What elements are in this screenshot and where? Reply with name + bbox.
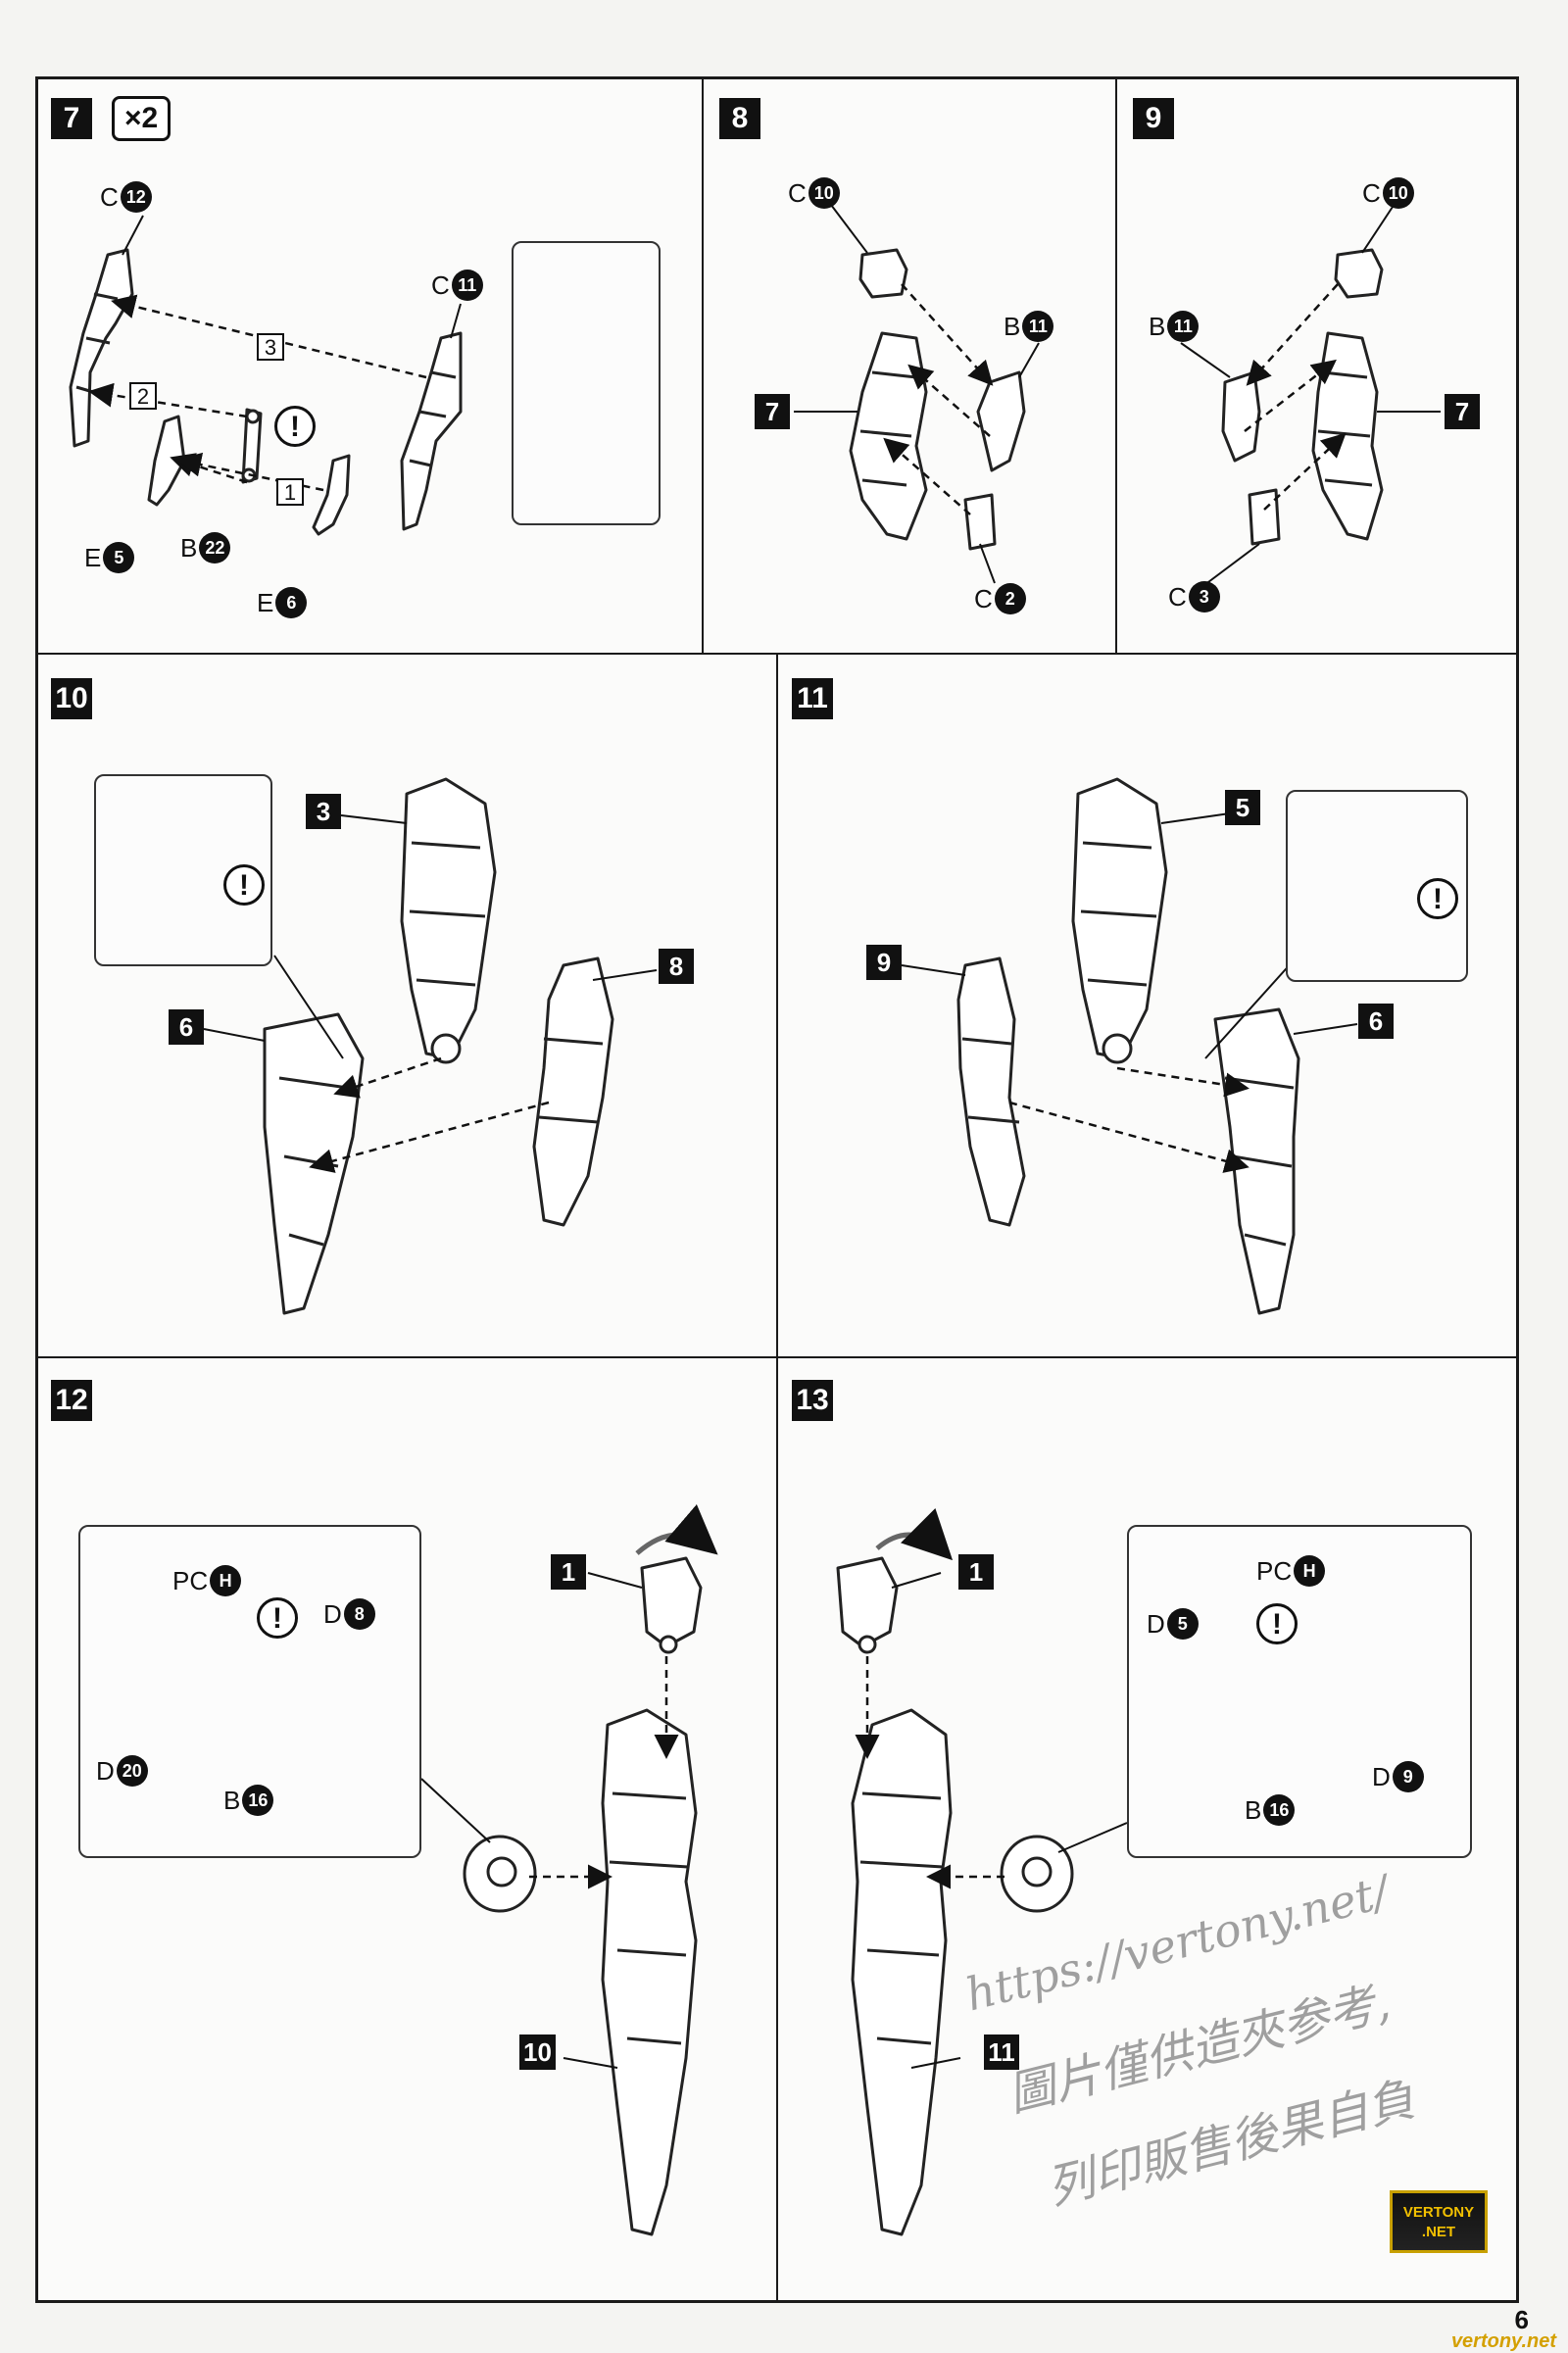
part-b22-drawing [241, 408, 263, 484]
part-number: 2 [994, 583, 1026, 614]
step-number: 11 [792, 678, 833, 719]
part-number: 8 [343, 1598, 375, 1630]
part-number: 12 [120, 181, 152, 213]
part-c2-step8-drawing [963, 493, 997, 551]
caution-icon: ! [1417, 878, 1458, 919]
part-b11-step8-drawing [976, 370, 1026, 472]
part-number: 16 [242, 1785, 274, 1816]
part-number: 11 [1167, 311, 1200, 342]
part-number: 11 [451, 270, 483, 301]
caution-icon: ! [1256, 1603, 1298, 1644]
assembly-6-step10-drawing [263, 1012, 365, 1315]
detail-inset [512, 241, 661, 525]
step-number: 13 [792, 1380, 833, 1421]
part-number: 5 [1166, 1608, 1199, 1640]
part-e6-drawing [312, 454, 351, 536]
part-number: 9 [1392, 1761, 1424, 1792]
assembly-label-6: 6 [169, 1009, 204, 1045]
logo-line-1: VERTONY [1402, 2204, 1475, 2221]
step-number: 8 [719, 98, 760, 139]
part-c12-drawing [69, 248, 134, 448]
part-number: H [210, 1565, 242, 1596]
assembly-label-10: 10 [519, 2034, 556, 2070]
part-c10-step8-drawing [858, 248, 908, 299]
assembly-3-step10-drawing [400, 777, 497, 1064]
assembly-7-step9-drawing [1311, 331, 1384, 541]
part-number: 11 [1022, 311, 1054, 342]
footer-url: vertony.net [1450, 2330, 1556, 2352]
step-number: 10 [51, 678, 92, 719]
part-number: 10 [1382, 177, 1414, 209]
assembly-5-step11-drawing [1071, 777, 1168, 1064]
assembly-label-11: 11 [984, 2034, 1019, 2070]
part-number: 22 [199, 532, 231, 564]
assembly-9-step11-drawing [956, 956, 1026, 1227]
part-number: 16 [1263, 1794, 1296, 1826]
assembly-label-1: 1 [551, 1554, 586, 1590]
order-label-2: 2 [129, 382, 157, 410]
part-number: 20 [116, 1755, 148, 1787]
assembly-label-1: 1 [958, 1554, 994, 1590]
assembly-label-5: 5 [1225, 790, 1260, 825]
joint-assembly-step12-drawing [463, 1835, 537, 1913]
assembly-label-9: 9 [866, 945, 902, 980]
assembly-7-step8-drawing [849, 331, 928, 541]
assembly-10-step12-drawing [601, 1708, 698, 2236]
part-number: H [1294, 1555, 1326, 1587]
step-number: 12 [51, 1380, 92, 1421]
assembly-8-step10-drawing [532, 956, 614, 1227]
assembly-label-6: 6 [1358, 1004, 1394, 1039]
part-e5-drawing [147, 415, 186, 507]
head-part-1-step13-drawing [836, 1556, 899, 1654]
vertony-logo: VERTONY .NET [1390, 2190, 1488, 2253]
assembly-label-7: 7 [1445, 394, 1480, 429]
part-c10-step9-drawing [1334, 248, 1384, 299]
part-number: 10 [808, 177, 840, 209]
order-label-1: 1 [276, 478, 304, 506]
page-number: 6 [1514, 2305, 1529, 2334]
caution-icon: ! [257, 1597, 298, 1639]
caution-icon: ! [274, 406, 316, 447]
caution-icon: ! [223, 864, 265, 906]
joint-assembly-step13-drawing [1000, 1835, 1074, 1913]
step-number: 7 [51, 98, 92, 139]
assembly-label-3: 3 [306, 794, 341, 829]
assembly-label-7: 7 [755, 394, 790, 429]
step-number: 9 [1133, 98, 1174, 139]
step-13-panel [776, 1356, 1519, 2303]
detail-inset [78, 1525, 421, 1858]
part-c11-drawing [400, 331, 463, 531]
part-c3-step9-drawing [1248, 488, 1281, 546]
order-label-3: 3 [257, 333, 284, 361]
part-number: 6 [275, 587, 308, 618]
part-number: 3 [1188, 581, 1220, 613]
part-b11-step9-drawing [1221, 370, 1261, 463]
multiplier-badge: ×2 [112, 96, 172, 141]
logo-line-2: .NET [1421, 2224, 1456, 2240]
head-part-1-step12-drawing [640, 1556, 703, 1654]
part-number: 5 [103, 542, 135, 573]
assembly-11-step13-drawing [851, 1708, 953, 2236]
assembly-label-8: 8 [659, 949, 694, 984]
